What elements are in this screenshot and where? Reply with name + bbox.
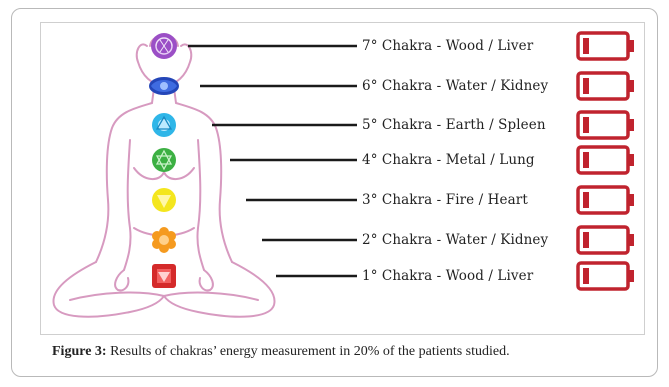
battery-icon <box>578 147 634 173</box>
heart-chakra-icon <box>152 148 176 172</box>
battery-icon <box>578 73 634 99</box>
root-chakra-icon <box>152 264 176 288</box>
sacral-chakra-icon <box>152 227 176 253</box>
figure-caption-label: Figure 3: <box>52 344 107 359</box>
chakra-label-6: 6° Chakra - Water / Kidney <box>362 78 548 94</box>
chakra-label-5: 5° Chakra - Earth / Spleen <box>362 117 546 133</box>
battery-icon <box>578 227 634 253</box>
chakra-label-4: 4° Chakra - Metal / Lung <box>362 152 535 168</box>
third-eye-chakra-icon <box>149 77 179 95</box>
solar-plexus-chakra-icon <box>152 188 176 212</box>
chakra-label-7: 7° Chakra - Wood / Liver <box>362 38 533 54</box>
figure-caption-text: Results of chakras’ energy measurement i… <box>107 344 510 359</box>
throat-chakra-icon <box>152 113 176 137</box>
battery-icon <box>578 33 634 59</box>
connector-lines <box>188 46 357 276</box>
battery-column <box>578 33 634 289</box>
chakra-label-3: 3° Chakra - Fire / Heart <box>362 192 528 208</box>
crown-chakra-icon <box>151 33 177 59</box>
battery-icon <box>578 263 634 289</box>
chakra-label-1: 1° Chakra - Wood / Liver <box>362 268 533 284</box>
chakra-label-2: 2° Chakra - Water / Kidney <box>362 232 548 248</box>
battery-icon <box>578 187 634 213</box>
battery-icon <box>578 112 634 138</box>
figure-caption: Figure 3: Results of chakras’ energy mea… <box>52 344 510 360</box>
